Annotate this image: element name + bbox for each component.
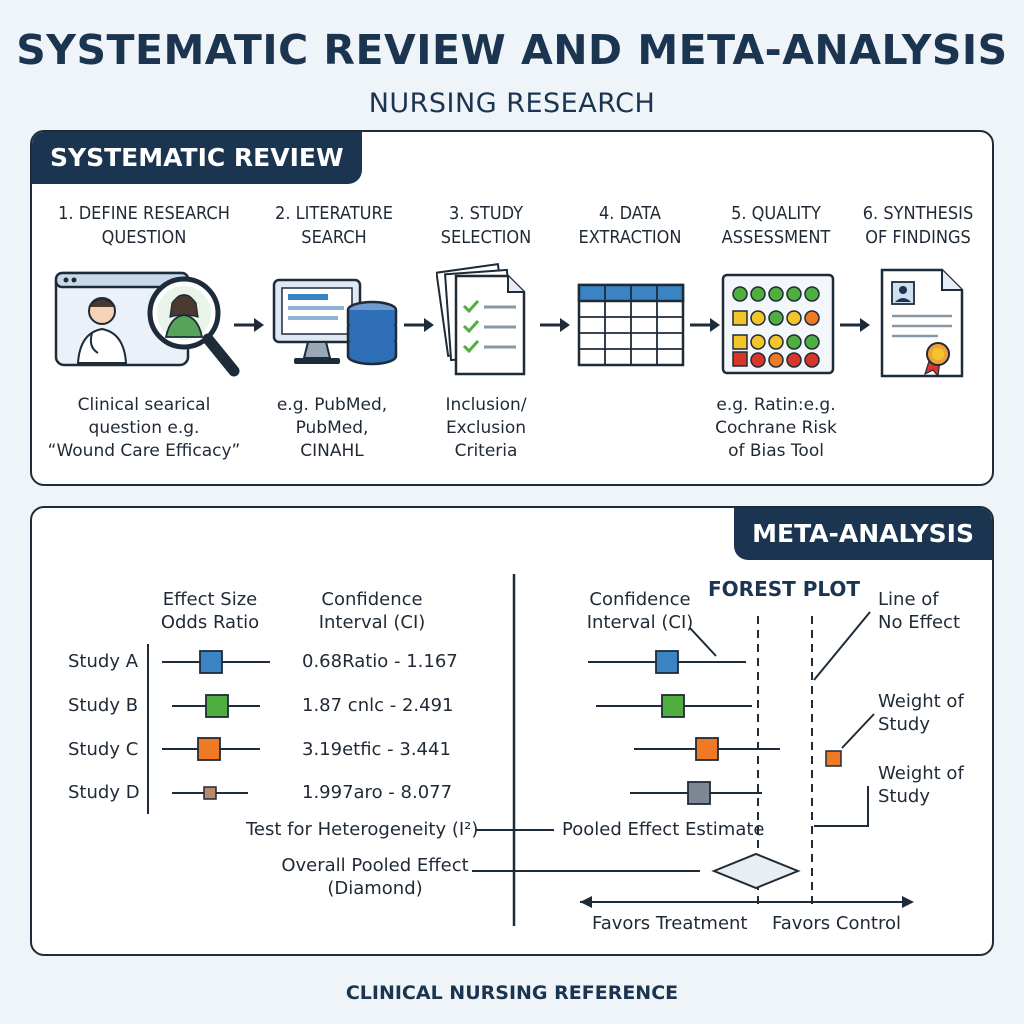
weight-callout-1 [841, 713, 875, 749]
systematic-review-tab: SYSTEMATIC REVIEW [32, 132, 362, 184]
study-c-ci: 3.19etfic - 3.441 [302, 739, 451, 760]
favors-treatment-label: Favors Treatment [592, 913, 748, 934]
pooled-effect-label: Pooled Effect Estimate [562, 819, 765, 840]
weight-of-study-label-2: Weight of Study [878, 763, 964, 807]
step-5-note: e.g. Ratin:e.g. Cochrane Risk of Bias To… [715, 395, 837, 461]
forest-plot-title: FOREST PLOT [708, 577, 861, 601]
favors-axis-right-arrow [902, 896, 914, 908]
flow-arrow-4 [690, 318, 720, 332]
computer-database-icon [272, 278, 398, 366]
meta-analysis-tab: META-ANALYSIS [734, 508, 992, 560]
checklist-documents-icon [436, 262, 526, 376]
forest-ci-label: Confidence Interval (CI) [586, 589, 694, 633]
overall-pooled-label: Overall Pooled Effect (Diamond) [281, 855, 469, 899]
step-1-note: Clinical searical question e.g. “Wound C… [47, 395, 241, 461]
step-2-title: 2. LITERATURE SEARCH [275, 203, 393, 248]
flow-arrow-3 [540, 318, 570, 332]
line-of-no-effect-label: Line of No Effect [878, 589, 961, 633]
favors-axis-left-arrow [580, 896, 592, 908]
weight-callout-2 [814, 786, 869, 827]
main-title: SYSTEMATIC REVIEW AND META-ANALYSIS [16, 26, 1008, 74]
report-certificate-icon [880, 268, 964, 378]
study-d-ci: 1.997aro - 8.077 [302, 782, 453, 803]
study-c-effect-marker [197, 737, 221, 761]
effect-size-header: Effect Size Odds Ratio [160, 589, 260, 633]
pooled-diamond [711, 852, 801, 890]
forest-row-b-marker [661, 694, 685, 718]
step-3-note: Inclusion/ Exclusion Criteria [445, 395, 527, 461]
weight-of-study-marker [825, 750, 842, 767]
risk-of-bias-grid-icon [721, 273, 835, 375]
clinician-magnifier-icon [54, 271, 240, 377]
flow-arrow-1 [234, 318, 264, 332]
step-1-title: 1. DEFINE RESEARCH QUESTION [58, 203, 230, 248]
study-a-effect-marker [199, 650, 223, 674]
study-b-effect-marker [205, 694, 229, 718]
sub-title: NURSING RESEARCH [368, 88, 656, 119]
study-d-effect-marker [203, 786, 217, 800]
step-5-title: 5. QUALITY ASSESSMENT [721, 203, 831, 248]
weight-of-study-label-1: Weight of Study [878, 691, 964, 735]
systematic-review-panel: SYSTEMATIC REVIEW 1. DEFINE RESEARCH QUE… [30, 130, 994, 486]
favors-control-label: Favors Control [772, 913, 901, 934]
ci-header: Confidence Interval (CI) [318, 589, 426, 633]
step-3-title: 3. STUDY SELECTION [440, 203, 532, 248]
forest-ci-callout [689, 627, 717, 657]
flow-arrow-2 [404, 318, 434, 332]
study-c-label: Study C [68, 739, 139, 760]
line-of-no-effect-callout [813, 611, 871, 681]
forest-row-a-marker [655, 650, 679, 674]
flow-arrow-5 [840, 318, 870, 332]
meta-analysis-graphics [147, 574, 914, 926]
forest-row-d-marker [687, 781, 711, 805]
step-2-note: e.g. PubMed, PubMed, CINAHL [276, 395, 388, 461]
meta-analysis-panel: META-ANALYSIS Effect Size Odds Ratio Con… [30, 506, 994, 956]
study-a-label: Study A [68, 651, 139, 672]
forest-row-c-marker [695, 737, 719, 761]
step-6-title: 6. SYNTHESIS OF FINDINGS [862, 203, 974, 248]
heterogeneity-label: Test for Heterogeneity (I²) [246, 819, 479, 840]
data-table-icon [577, 283, 685, 367]
study-b-ci: 1.87 cnlc - 2.491 [302, 695, 454, 716]
footer-label: CLINICAL NURSING REFERENCE [345, 982, 679, 1004]
step-4-title: 4. DATA EXTRACTION [578, 203, 682, 248]
study-a-ci: 0.68Ratio - 1.167 [302, 651, 458, 672]
study-b-label: Study B [68, 695, 139, 716]
study-d-label: Study D [68, 782, 140, 803]
